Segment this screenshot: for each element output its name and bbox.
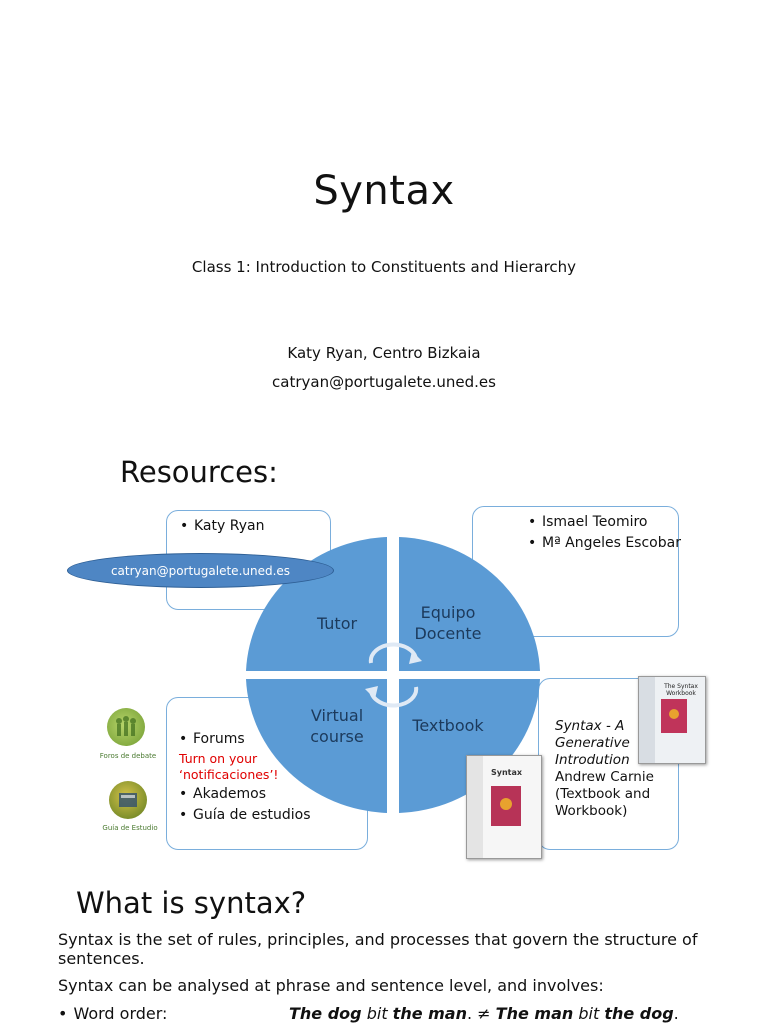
textbook-quadrant: [399, 679, 540, 813]
definition-text: Syntax is the set of rules, principles, …: [58, 930, 698, 968]
equipo-docente-box: Ismael Teomiro Mª Angeles Escobar: [472, 506, 682, 637]
tutor-label: Tutor: [316, 614, 358, 633]
equipo-member: Mª Angeles Escobar: [528, 534, 682, 553]
akademos-item: Akademos: [179, 785, 367, 804]
resources-heading: Resources:: [120, 455, 278, 489]
book-icon: [119, 793, 137, 807]
author-line: Katy Ryan, Centro Bizkaia: [287, 344, 481, 362]
slide-title: Syntax: [313, 168, 455, 214]
author-email: catryan@portugalete.uned.es: [272, 373, 496, 391]
forums-icon-caption: Foros de debate: [99, 752, 157, 760]
textbook-author: Andrew Carnie: [555, 769, 654, 785]
textbook-title: Syntax - A Generative Introdution: [555, 718, 630, 768]
forums-item: Forums: [179, 730, 367, 749]
textbook-cover-image: Syntax: [466, 755, 542, 859]
workbook-cover-art: [661, 699, 687, 733]
word-order-label: Word order:: [73, 1004, 168, 1023]
tutor-email-oval: catryan@portugalete.uned.es: [67, 553, 334, 588]
virtual-course-label: Virtual course: [310, 706, 364, 746]
study-guide-item: Guía de estudios: [179, 806, 367, 825]
workbook-cover-title: The Syntax Workbook: [664, 683, 698, 697]
textbook-cover-title: Syntax: [491, 768, 523, 777]
levels-text: Syntax can be analysed at phrase and sen…: [58, 976, 604, 995]
tutor-name: Katy Ryan: [180, 517, 330, 536]
forums-icon: [107, 708, 145, 746]
tutor-quadrant: [246, 537, 387, 671]
textbook-label: Textbook: [412, 716, 484, 735]
equipo-docente-label: Equipo Docente: [414, 603, 482, 643]
study-guide-icon-caption: Guía de Estudio: [102, 824, 158, 832]
study-guide-icon: [109, 781, 147, 819]
what-is-syntax-heading: What is syntax?: [76, 886, 307, 920]
textbook-cover-art: [491, 786, 521, 826]
people-icon: [116, 716, 136, 736]
virtual-quadrant: [246, 679, 387, 813]
workbook-cover-image: The Syntax Workbook: [638, 676, 706, 764]
word-order-bullet: •Word order: The dog bit the man. ≠ The …: [58, 1004, 679, 1023]
slide-subtitle: Class 1: Introduction to Constituents an…: [191, 258, 577, 276]
notifications-warning: Turn on your ‘notificaciones’!: [179, 751, 279, 782]
equipo-quadrant: [399, 537, 540, 671]
textbook-note: (Textbook and Workbook): [555, 786, 651, 819]
word-order-example: The dog bit the man. ≠ The man bit the d…: [289, 1004, 679, 1023]
equipo-member: Ismael Teomiro: [528, 513, 682, 532]
resources-circle-diagram: [246, 537, 540, 813]
